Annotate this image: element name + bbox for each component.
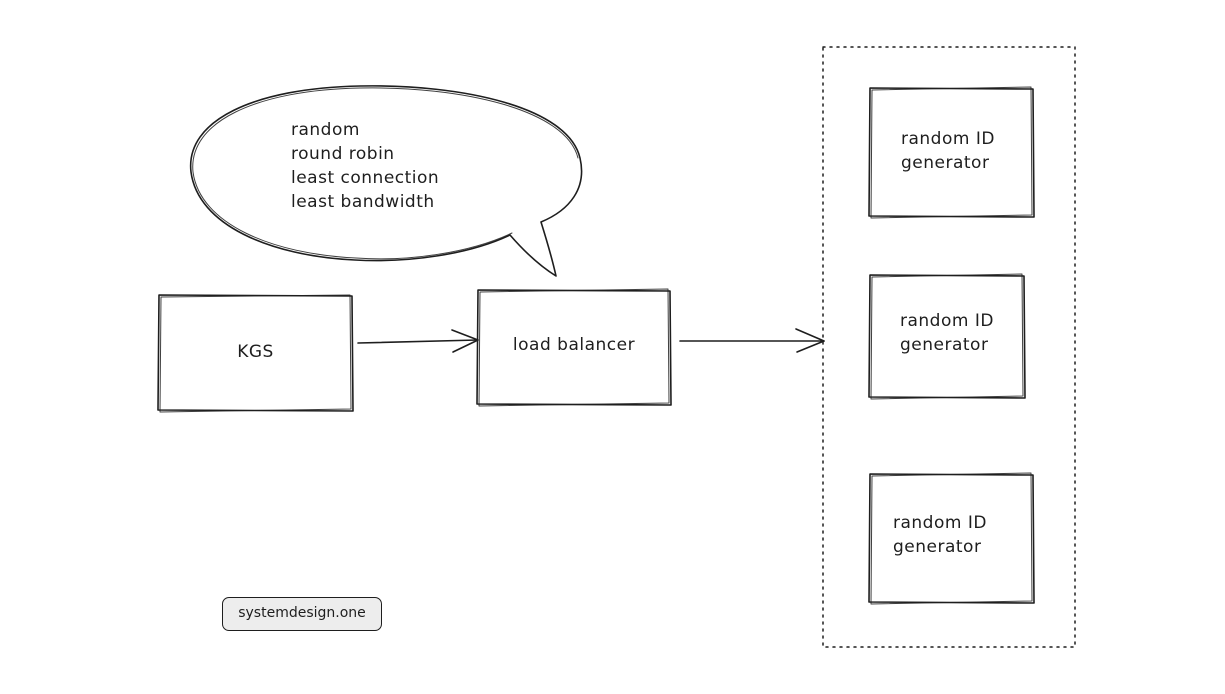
strategy-least-connection: least connection [291,168,440,188]
generator-3-label-line1: random ID [893,513,987,533]
generator-box-1 [868,86,1035,219]
arrow-load-balancer-to-generators [679,328,825,353]
strategy-random: random [291,120,360,140]
generator-3-label-line2: generator [893,537,982,557]
generator-1-label-line2: generator [901,153,990,173]
strategy-least-bandwidth: least bandwidth [291,192,435,212]
strategy-round-robin: round robin [291,144,395,164]
kgs-box [157,294,354,413]
load-balancer-label: load balancer [512,335,636,355]
generator-box-3 [868,472,1035,605]
generator-box-2 [868,273,1026,400]
watermark-badge: systemdesign.one [222,597,382,631]
arrow-kgs-to-load-balancer [357,329,479,353]
speech-bubble [189,85,583,277]
generator-1-label-line1: random ID [901,129,995,149]
generator-pool-container [822,46,1076,648]
generator-2-label-line2: generator [900,335,989,355]
load-balancer-box [476,288,672,407]
kgs-label: KGS [237,342,274,362]
generator-2-label-line1: random ID [900,311,994,331]
